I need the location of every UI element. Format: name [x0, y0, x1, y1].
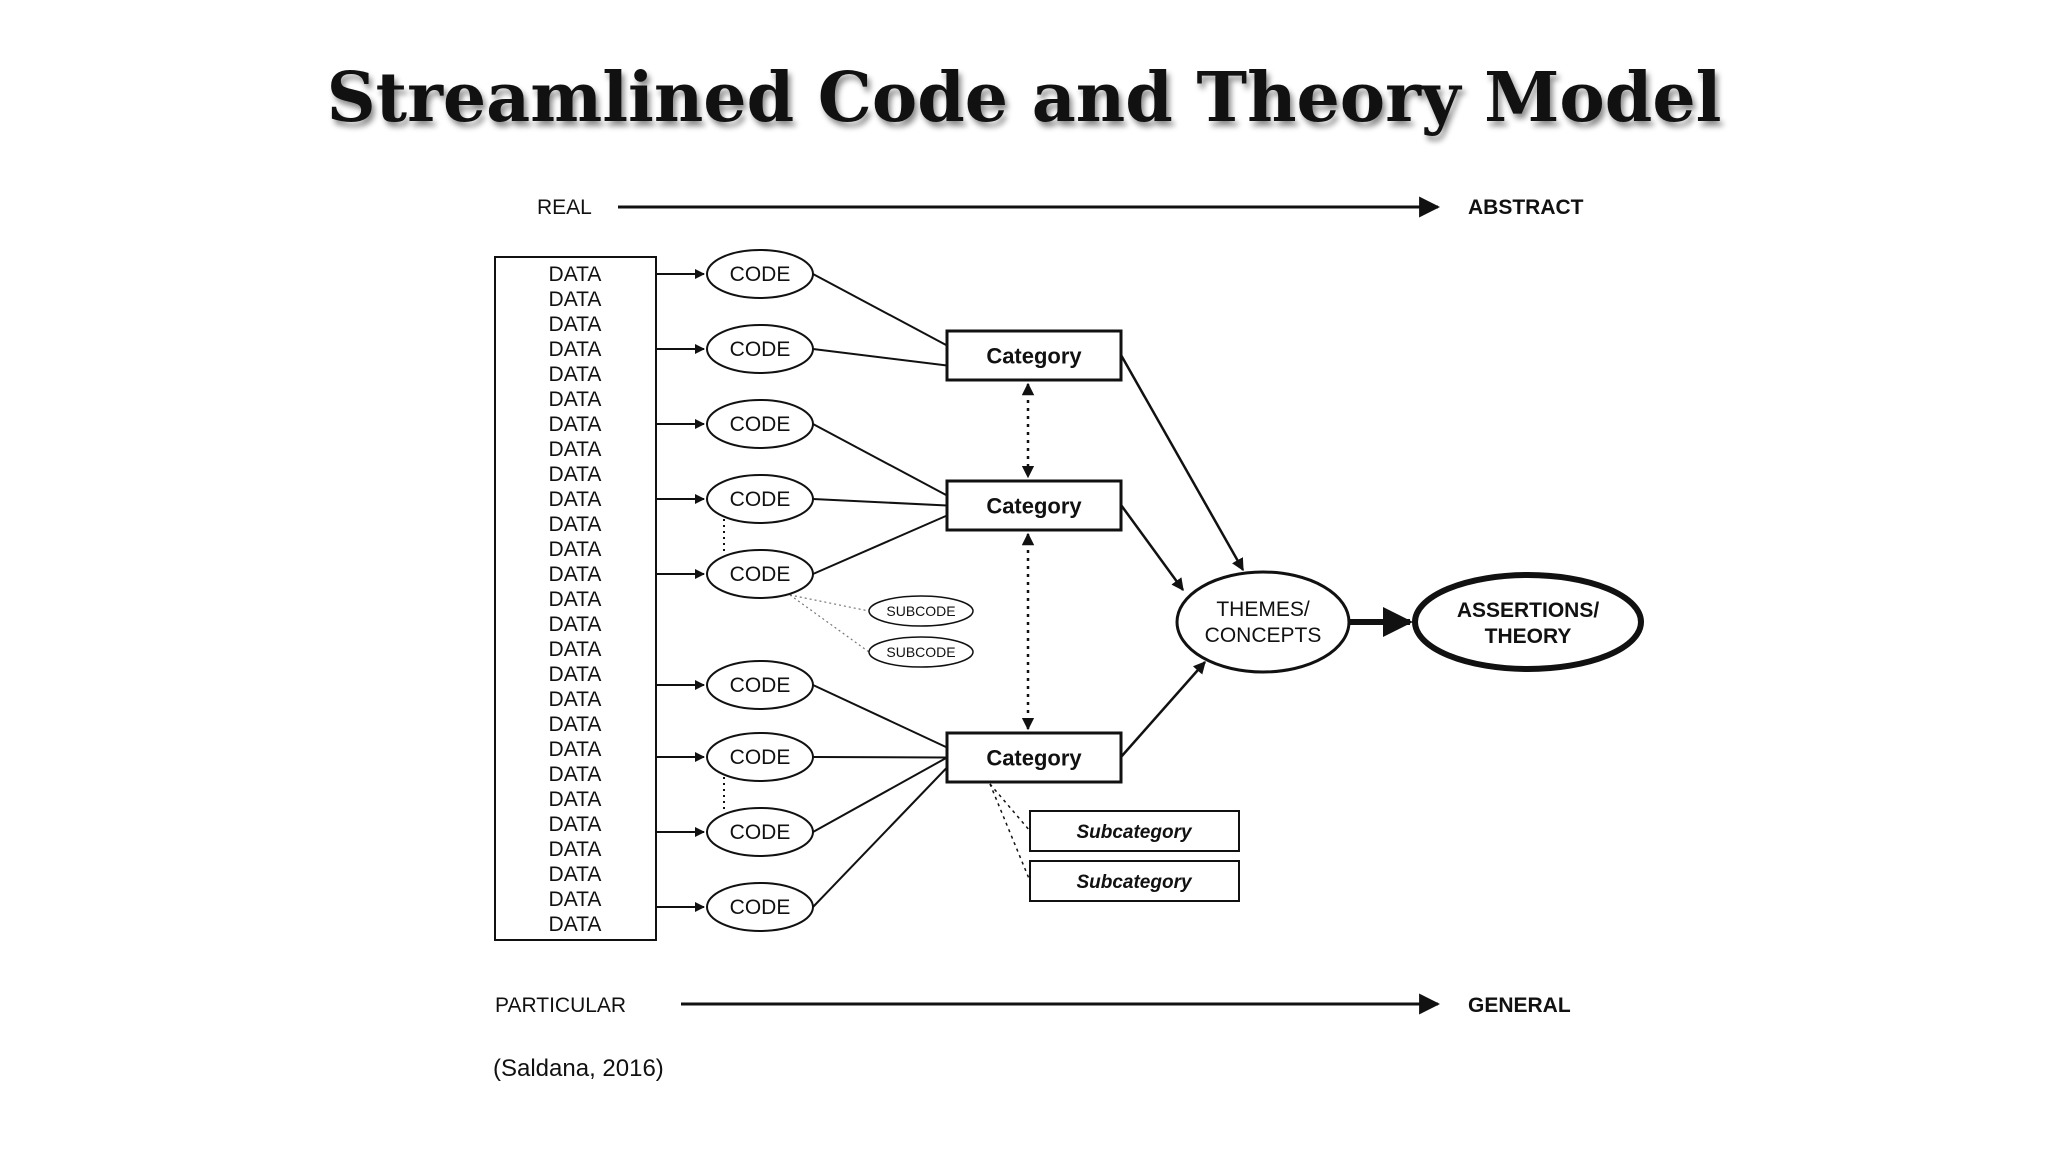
subcategory-node — [1029, 860, 1240, 902]
subcategory-node — [1029, 810, 1240, 852]
axis-label-real: REAL — [537, 196, 592, 219]
data-item: DATA — [549, 313, 602, 336]
code-to-category-line — [812, 498, 948, 507]
data-item: DATA — [549, 713, 602, 736]
data-item: DATA — [549, 263, 602, 286]
subcategory-label: Subcategory — [1076, 822, 1193, 843]
code-node — [706, 660, 814, 710]
axis-label-particular: PARTICULAR — [495, 994, 626, 1017]
category-label: Category — [986, 746, 1082, 771]
category-to-themes-arrow — [1119, 504, 1185, 592]
code-node — [706, 882, 814, 932]
data-item: DATA — [549, 463, 602, 486]
data-item: DATA — [549, 763, 602, 786]
data-item: DATA — [549, 513, 602, 536]
code-to-category-line — [812, 514, 948, 575]
code-label: CODE — [730, 263, 791, 286]
data-box — [494, 256, 657, 941]
subcode-label: SUBCODE — [886, 603, 955, 619]
category-to-subcategory-line — [989, 783, 1031, 832]
data-item: DATA — [549, 388, 602, 411]
code-to-category-line — [812, 684, 948, 749]
code-node — [706, 732, 814, 782]
assertions-label-line2: THEORY — [1485, 625, 1572, 648]
code-to-category-line — [812, 273, 948, 347]
category-node — [945, 329, 1123, 382]
code-to-category-line — [812, 423, 948, 497]
data-item: DATA — [549, 888, 602, 911]
citation: (Saldana, 2016) — [493, 1055, 664, 1082]
code-label: CODE — [730, 338, 791, 361]
data-item: DATA — [549, 588, 602, 611]
code-to-category-line — [812, 348, 948, 367]
data-item: DATA — [549, 363, 602, 386]
category-label: Category — [986, 494, 1082, 519]
data-item: DATA — [549, 813, 602, 836]
category-to-themes-arrow — [1120, 661, 1206, 758]
data-item: DATA — [549, 338, 602, 361]
data-item: DATA — [549, 438, 602, 461]
axis-label-general: GENERAL — [1468, 994, 1571, 1017]
connector-lines — [656, 269, 1245, 912]
axis-label-abstract: ABSTRACT — [1468, 196, 1584, 219]
code-label: CODE — [730, 896, 791, 919]
category-node — [945, 731, 1123, 784]
subcode-node — [868, 636, 974, 668]
code-label: CODE — [730, 413, 791, 436]
code-label: CODE — [730, 674, 791, 697]
code-to-subcode-line — [789, 594, 870, 612]
data-rows: DATADATADATADATADATADATADATADATADATADATA… — [549, 263, 602, 936]
data-item: DATA — [549, 638, 602, 661]
data-item: DATA — [549, 663, 602, 686]
data-item: DATA — [549, 413, 602, 436]
code-to-subcode-line — [789, 594, 870, 653]
category-to-themes-arrow — [1119, 354, 1245, 572]
code-to-category-line — [812, 756, 948, 833]
data-item: DATA — [549, 863, 602, 886]
assertions-theory-node — [1412, 572, 1644, 672]
code-label: CODE — [730, 821, 791, 844]
code-node — [706, 807, 814, 857]
code-node — [706, 249, 814, 299]
data-item: DATA — [549, 563, 602, 586]
code-label: CODE — [730, 563, 791, 586]
data-item: DATA — [549, 613, 602, 636]
code-nodes: CODE CODE CODE CODE CODE CODE CODE CODE CODE — [706, 249, 814, 932]
code-to-category-line — [812, 766, 948, 908]
themes-concepts-node — [1175, 570, 1351, 674]
subcode-label: SUBCODE — [886, 644, 955, 660]
data-item: DATA — [549, 288, 602, 311]
code-label: CODE — [730, 488, 791, 511]
code-node — [706, 474, 814, 524]
themes-label-line2: CONCEPTS — [1205, 624, 1322, 647]
data-item: DATA — [549, 688, 602, 711]
data-item: DATA — [549, 913, 602, 936]
category-to-subcategory-line — [989, 783, 1031, 882]
code-to-category-line — [812, 756, 948, 759]
subcode-nodes: SUBCODE SUBCODE — [868, 595, 974, 668]
code-node — [706, 324, 814, 374]
subcategory-label: Subcategory — [1076, 872, 1193, 893]
data-item: DATA — [549, 838, 602, 861]
slide-title: Streamlined Code and Theory Model — [326, 58, 1722, 138]
themes-label-line1: THEMES/ — [1216, 598, 1310, 621]
code-node — [706, 549, 814, 599]
category-label: Category — [986, 344, 1082, 369]
data-item: DATA — [549, 738, 602, 761]
assertions-label-line1: ASSERTIONS/ — [1457, 599, 1600, 622]
data-item: DATA — [549, 788, 602, 811]
category-node — [945, 479, 1123, 532]
code-node — [706, 399, 814, 449]
subcode-node — [868, 595, 974, 627]
code-label: CODE — [730, 746, 791, 769]
data-item: DATA — [549, 538, 602, 561]
data-item: DATA — [549, 488, 602, 511]
